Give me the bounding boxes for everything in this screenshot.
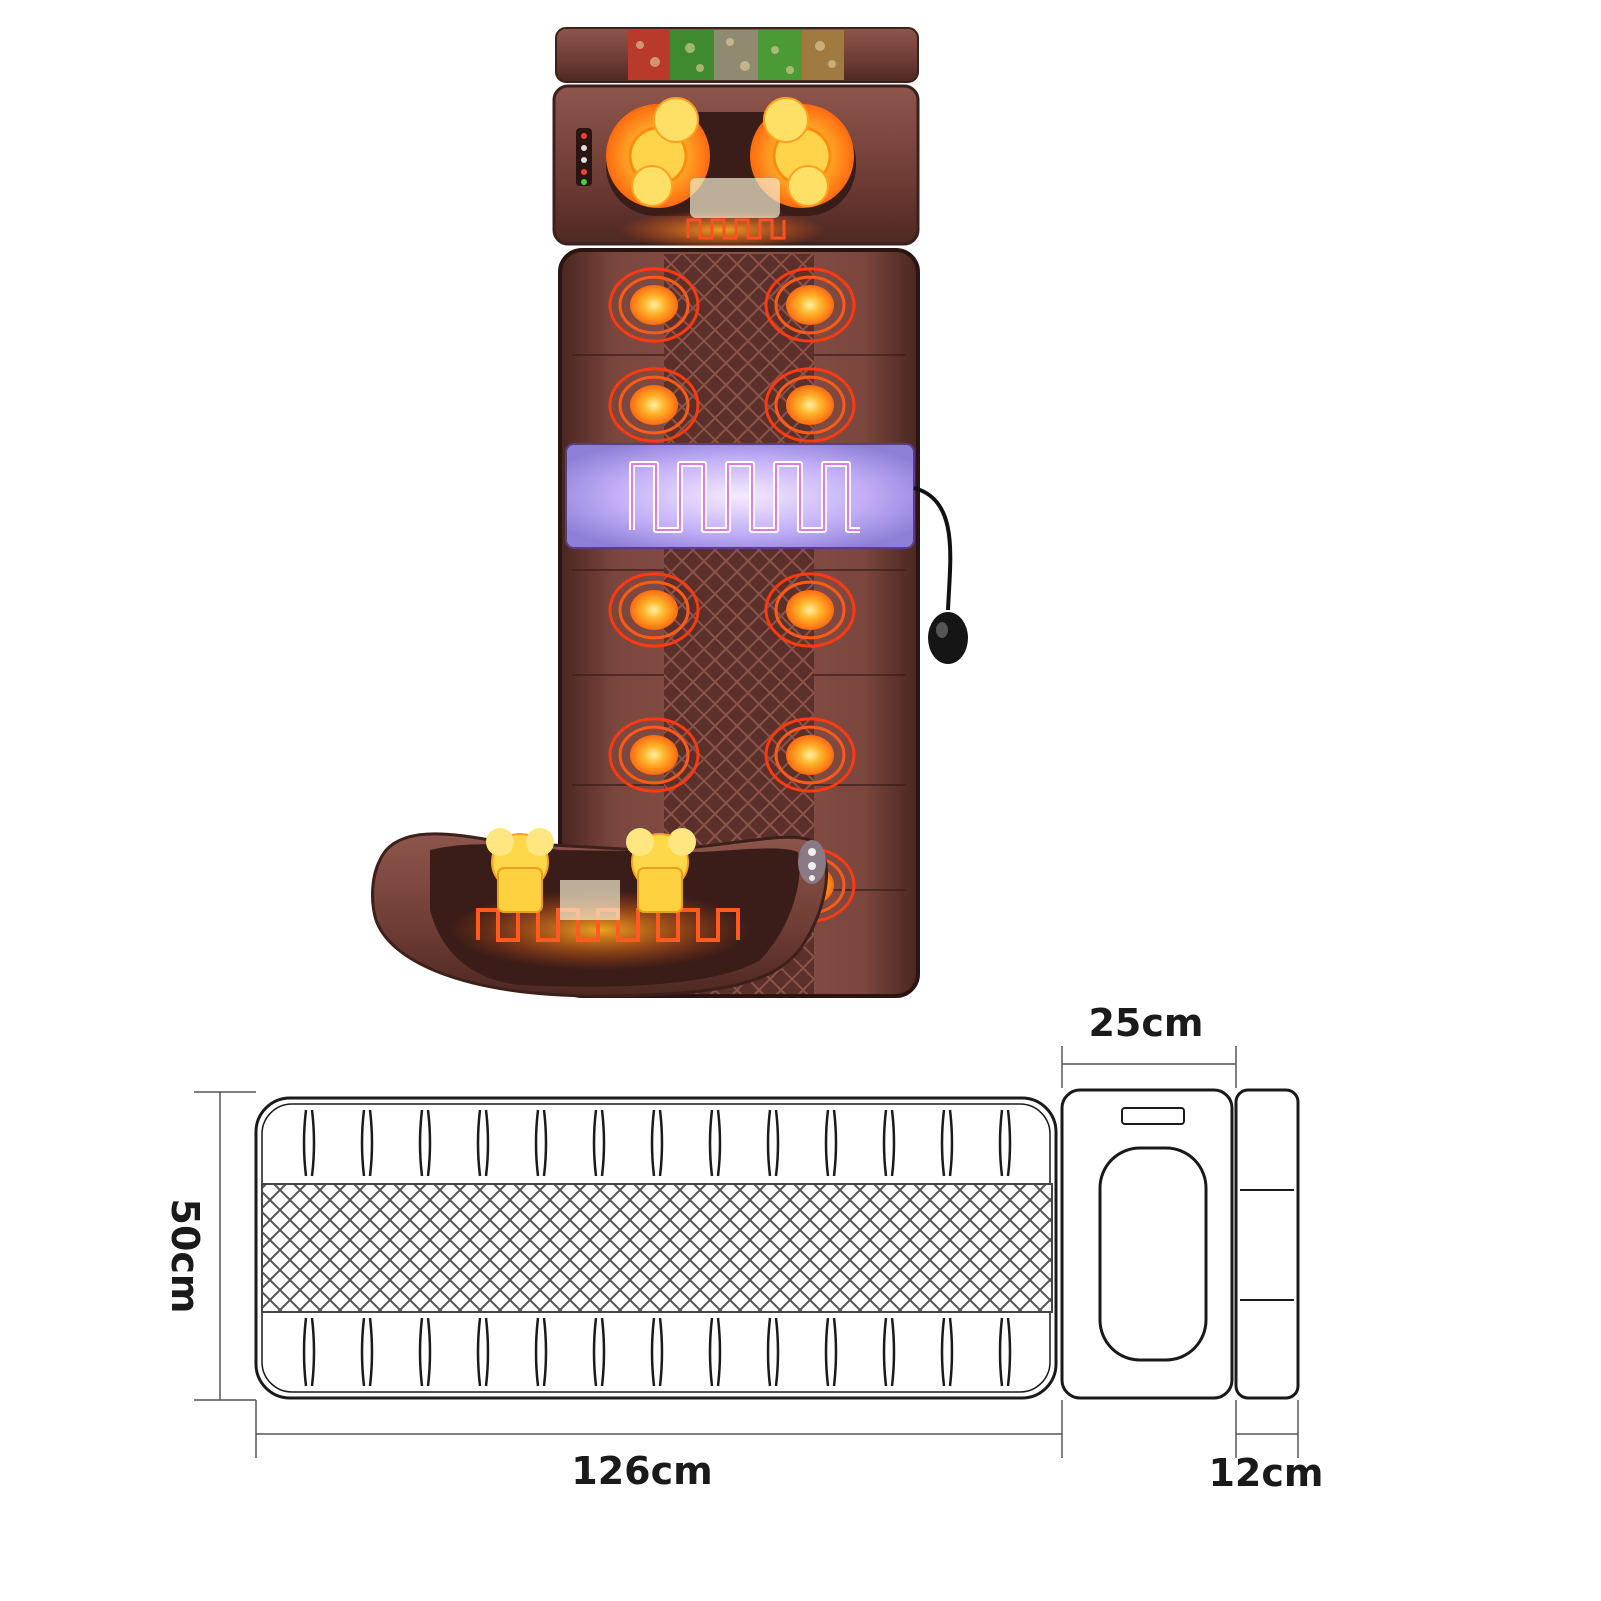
heat-node (608, 267, 700, 343)
mat-slot-line (650, 1109, 664, 1177)
mat-slot-line (940, 1109, 954, 1177)
control-button-icon (576, 128, 592, 186)
air-pump-bulb-icon (913, 486, 968, 664)
heat-node (764, 367, 856, 443)
heat-node (608, 367, 700, 443)
mat-slot-line (998, 1109, 1012, 1177)
mat-slot-line (534, 1109, 548, 1177)
head-massage-pad (552, 84, 920, 250)
mat-slot-line (476, 1317, 490, 1387)
mat-slot-line (302, 1317, 316, 1387)
heat-node-icon (608, 267, 856, 923)
mat-slot-line (476, 1109, 490, 1177)
mat-slot-line (592, 1317, 606, 1387)
pillow-width-label: 12cm (1208, 1451, 1323, 1495)
heat-node (608, 717, 700, 793)
mat-slot-line (418, 1109, 432, 1177)
kneading-roller-icon (606, 97, 854, 240)
pillow-button-icon (798, 840, 826, 884)
dimension-lines (194, 1046, 1299, 1458)
dimension-drawing (194, 1046, 1300, 1458)
mat-slot-line (302, 1109, 316, 1177)
mat-slot-line (766, 1317, 780, 1387)
mat-slot-line (360, 1317, 374, 1387)
mat-length-label: 126cm (571, 1449, 712, 1493)
mat-slot-line (708, 1317, 722, 1387)
mat-slot-line (766, 1109, 780, 1177)
mat-slot-line (534, 1317, 548, 1387)
mat-slot-line (882, 1109, 896, 1177)
heat-node (764, 267, 856, 343)
mat-slot-line (998, 1317, 1012, 1387)
mat-slot-line (940, 1317, 954, 1387)
mat-slot-line (824, 1109, 838, 1177)
heat-node (608, 572, 700, 648)
mat-slot-line (650, 1317, 664, 1387)
pillow-outline (1234, 1088, 1300, 1400)
head-section-outline (1060, 1088, 1234, 1400)
mat-slot-line (882, 1317, 896, 1387)
herb-pillow-icon (555, 27, 919, 83)
mat-slot-line (418, 1317, 432, 1387)
mat-slot-line (708, 1109, 722, 1177)
mat-slot-line (360, 1109, 374, 1177)
mat-slot-line (592, 1109, 606, 1177)
mat-width-label: 50cm (163, 1198, 207, 1313)
lumbar-heating-panel (565, 443, 915, 549)
kneading-pillow (371, 828, 828, 998)
mat-outline (254, 1096, 1058, 1400)
heat-node (764, 717, 856, 793)
head-width-label: 25cm (1088, 1001, 1203, 1045)
mat-slot-line (824, 1317, 838, 1387)
heat-node (764, 572, 856, 648)
massage-mat-product-view (371, 27, 968, 998)
